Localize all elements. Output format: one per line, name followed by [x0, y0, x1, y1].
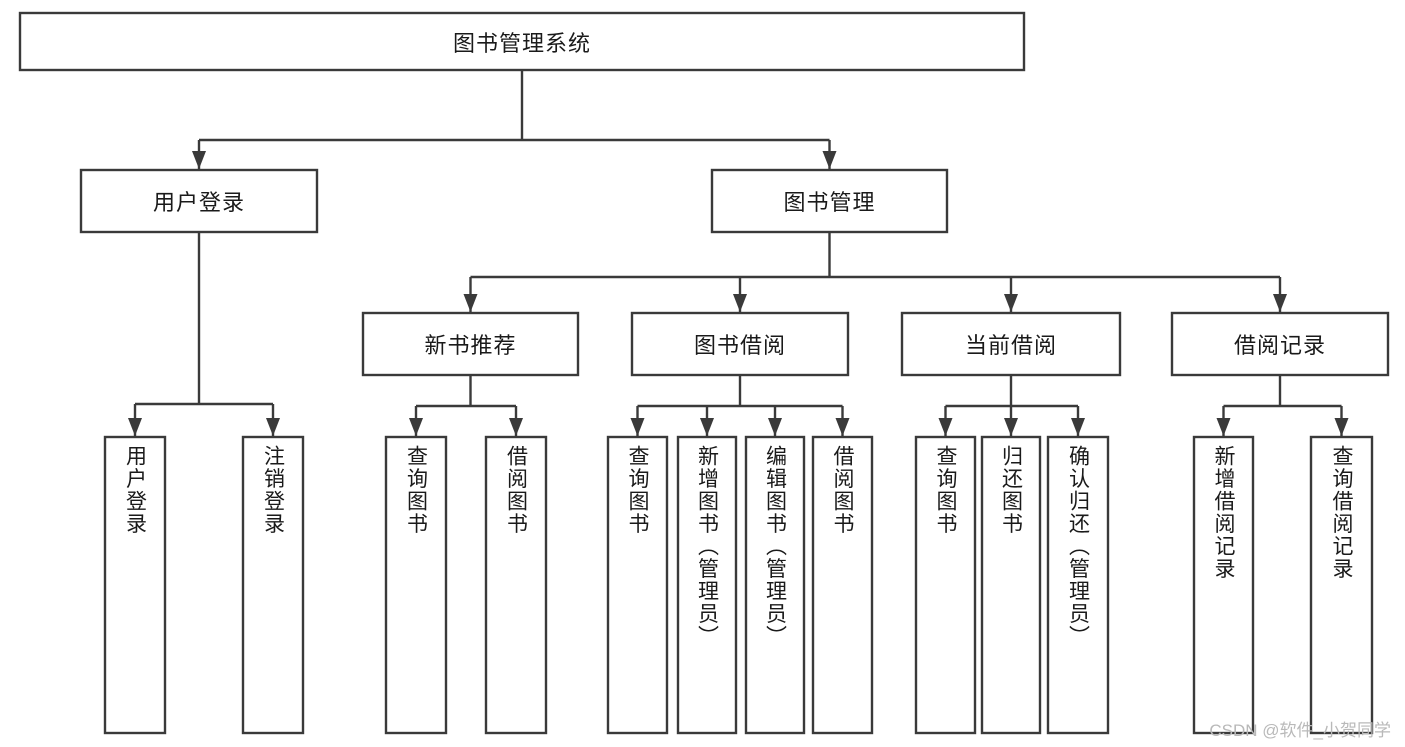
- node-box-leaf-user-login[interactable]: [103, 435, 167, 735]
- boxes-layer: [18, 11, 1390, 735]
- node-box-borrow-record[interactable]: [1170, 311, 1390, 377]
- node-box-leaf-query-book-recommend[interactable]: [384, 435, 448, 735]
- arrow-head-icon: [509, 418, 523, 436]
- arrow-head-icon: [192, 151, 206, 169]
- node-box-leaf-borrow-book-recommend[interactable]: [484, 435, 548, 735]
- arrow-head-icon: [409, 418, 423, 436]
- arrow-head-icon: [1071, 418, 1085, 436]
- node-box-leaf-query-borrow-record[interactable]: [1309, 435, 1374, 735]
- node-box-leaf-confirm-return-admin[interactable]: [1046, 435, 1110, 735]
- node-box-leaf-return-book[interactable]: [980, 435, 1042, 735]
- node-box-current-borrow[interactable]: [900, 311, 1122, 377]
- arrow-head-icon: [938, 418, 953, 436]
- node-box-user-login[interactable]: [79, 168, 319, 234]
- arrow-head-icon: [463, 294, 478, 312]
- node-box-leaf-logout[interactable]: [241, 435, 305, 735]
- node-box-leaf-query-book-current[interactable]: [914, 435, 977, 735]
- arrow-head-icon: [1004, 418, 1018, 436]
- node-box-book-management[interactable]: [710, 168, 949, 234]
- node-box-root[interactable]: [18, 11, 1026, 72]
- node-box-leaf-borrow-book[interactable]: [811, 435, 874, 735]
- arrow-head-icon: [700, 418, 714, 436]
- node-box-leaf-query-book-borrow[interactable]: [606, 435, 669, 735]
- node-box-new-book-recommend[interactable]: [361, 311, 580, 377]
- node-box-leaf-add-borrow-record[interactable]: [1192, 435, 1255, 735]
- arrow-head-icon: [835, 418, 850, 436]
- arrow-head-icon: [630, 418, 645, 436]
- arrow-head-icon: [768, 418, 782, 436]
- node-box-book-borrow[interactable]: [630, 311, 850, 377]
- node-box-leaf-add-book-admin[interactable]: [676, 435, 738, 735]
- arrow-head-icon: [822, 151, 837, 169]
- arrow-head-icon: [1004, 294, 1018, 312]
- arrow-head-icon: [266, 418, 280, 436]
- arrow-head-icon: [1273, 294, 1287, 312]
- arrow-head-icon: [733, 294, 747, 312]
- arrow-head-icon: [1216, 418, 1231, 436]
- connectors-layer: [128, 70, 1349, 436]
- arrow-head-icon: [1334, 418, 1349, 436]
- node-box-leaf-edit-book-admin[interactable]: [744, 435, 806, 735]
- arrow-head-icon: [128, 418, 142, 436]
